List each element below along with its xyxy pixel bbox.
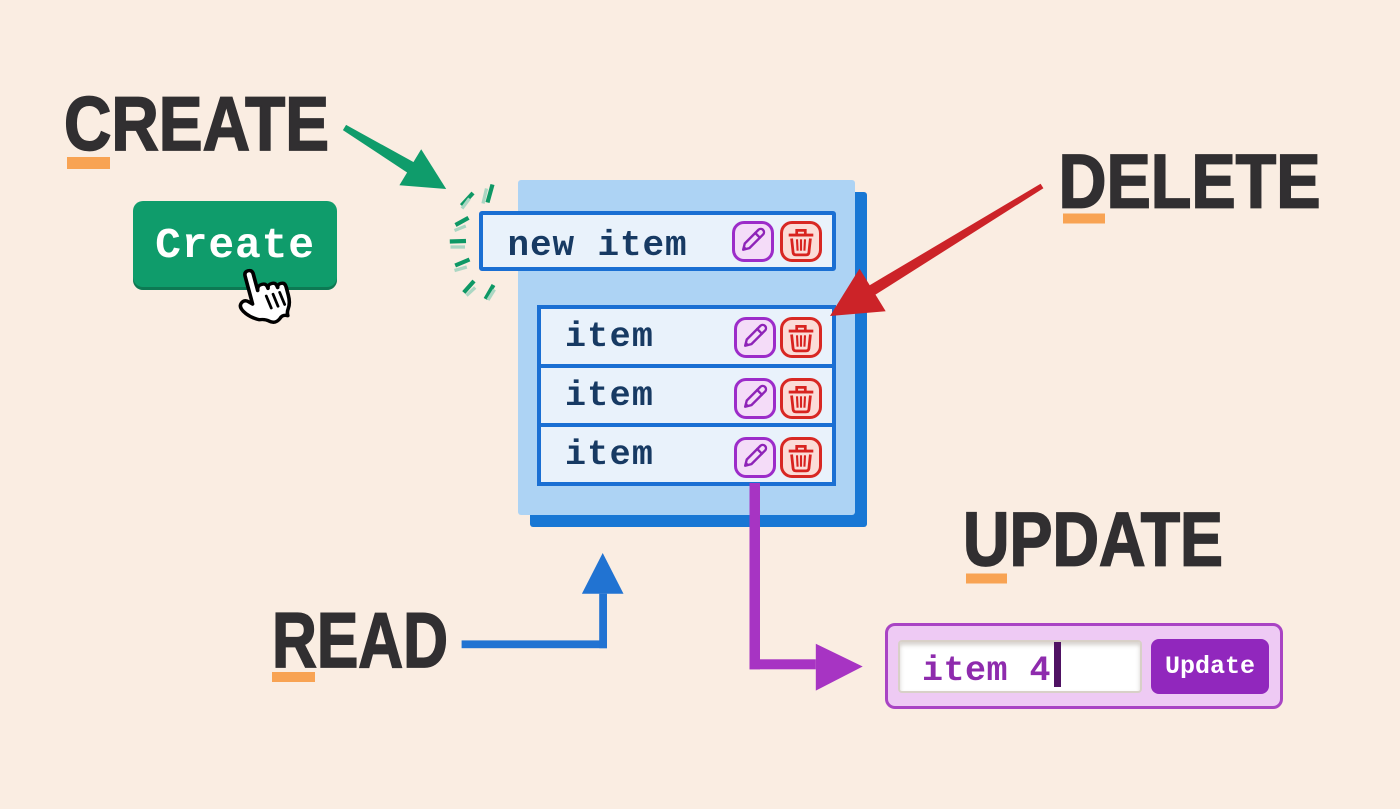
svg-text:CREATE: CREATE — [64, 82, 329, 167]
svg-text:DELETE: DELETE — [1059, 140, 1321, 225]
svg-text:READ: READ — [272, 596, 448, 684]
svg-text:UPDATE: UPDATE — [963, 498, 1223, 583]
